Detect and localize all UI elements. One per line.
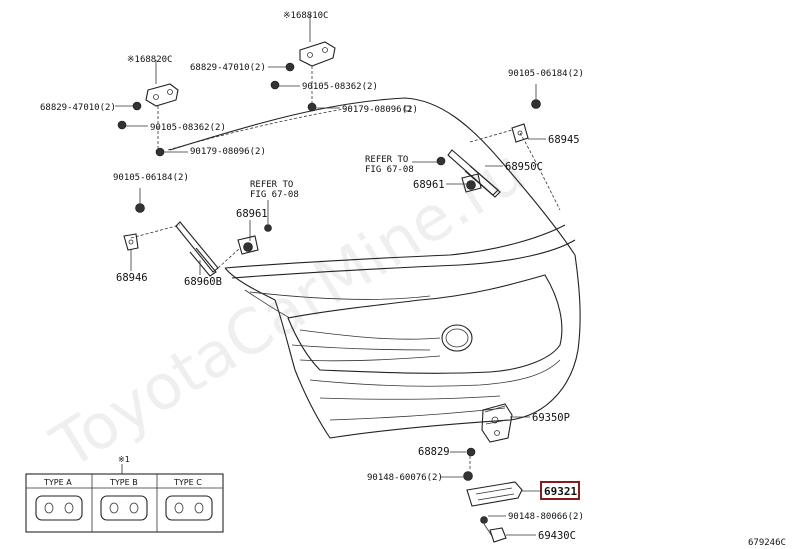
strut-left	[123, 188, 272, 277]
label-refer-left-1: REFER TO	[250, 180, 293, 190]
label-68946: 68946	[116, 272, 148, 284]
label-68829-47010-left: 68829-47010(2)	[40, 103, 116, 113]
label-69430c: 69430C	[538, 530, 576, 542]
highlight-box-69321	[540, 481, 580, 500]
label-90179-08096-left: 90179-08096(2)	[190, 147, 266, 157]
type-b-plate	[100, 495, 148, 521]
hinge-168810c	[270, 15, 336, 112]
label-90105-06184-left: 90105-06184(2)	[113, 173, 189, 183]
label-refer-right-1: REFER TO	[365, 155, 408, 165]
label-refer-left-2: FIG 67-08	[250, 190, 299, 200]
label-90105-08362-top: 90105-08362(2)	[302, 82, 378, 92]
label-90148-60076: 90148-60076(2)	[367, 473, 443, 483]
legend-type-a: TYPE A	[43, 478, 72, 487]
legend-type-b: TYPE B	[109, 478, 138, 487]
label-68961-left: 68961	[236, 208, 268, 220]
label-68960b: 68960B	[184, 276, 222, 288]
label-69321: 69321	[544, 485, 577, 498]
legend-marker: ※1	[118, 455, 130, 464]
label-68950c: 68950C	[505, 161, 543, 173]
label-68829-47010-top: 68829-47010(2)	[190, 63, 266, 73]
label-refer-right-2: FIG 67-08	[365, 165, 414, 175]
label-90105-08362-left: 90105-08362(2)	[150, 123, 226, 133]
label-90105-06184-right: 90105-06184(2)	[508, 69, 584, 79]
label-68945: 68945	[548, 134, 580, 146]
label-168810c: ※168810C	[283, 11, 328, 21]
lock-assembly	[463, 403, 513, 481]
tailgate-panel	[169, 97, 581, 439]
label-69350p: 69350P	[532, 412, 570, 424]
type-c-plate	[165, 495, 213, 521]
label-68961-right: 68961	[413, 179, 445, 191]
strut-right	[436, 84, 541, 198]
label-90179-08096-top: 90179-08096(2)	[342, 105, 418, 115]
label-168820c: ※168820C	[127, 55, 172, 65]
striker-plate	[466, 481, 523, 543]
label-68829: 68829	[418, 446, 450, 458]
hinge-168820c	[117, 60, 179, 157]
type-legend: ※1 TYPE A TYPE B TYPE C	[25, 455, 224, 533]
type-a-plate	[35, 495, 83, 521]
label-90148-80066: 90148-80066(2)	[508, 512, 584, 522]
legend-type-c: TYPE C	[173, 478, 202, 487]
diagram-code: 679246C	[748, 538, 786, 548]
